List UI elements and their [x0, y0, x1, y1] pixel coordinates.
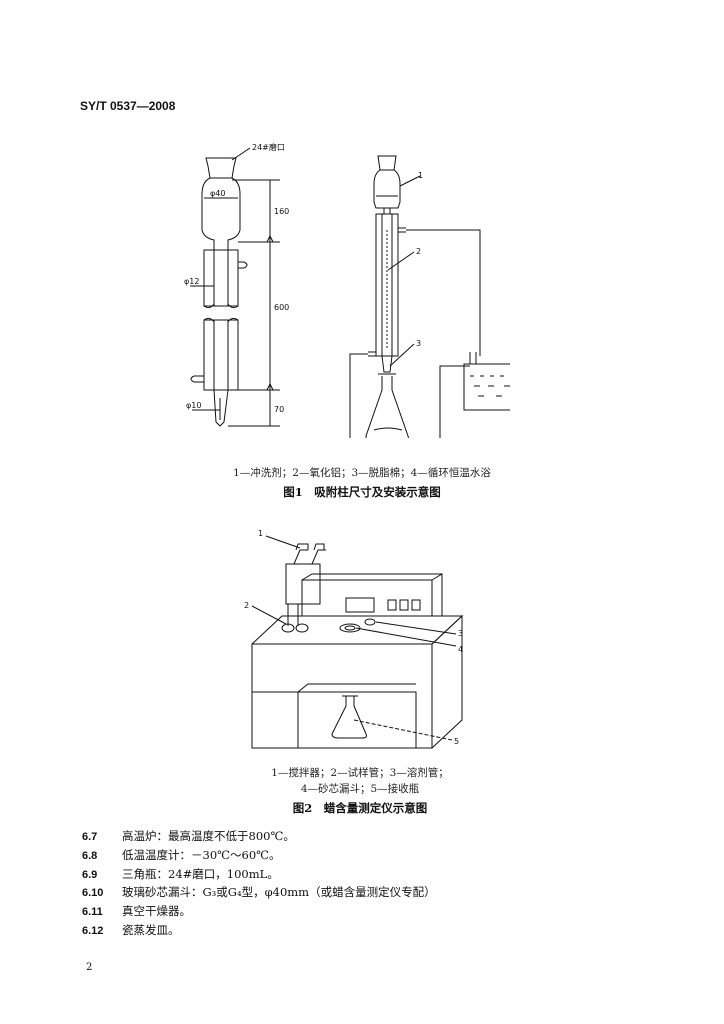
figure-1-caption: 1—冲洗剂；2—氧化铝；3—脱脂棉；4—循环恒温水浴	[233, 467, 491, 479]
label-n2: 2	[416, 247, 421, 256]
label-n3: 3	[416, 339, 421, 348]
label-d40: φ40	[210, 189, 225, 198]
wax-content-apparatus	[251, 535, 464, 749]
label-n1: 1	[418, 171, 423, 180]
label-len160: 160	[274, 207, 289, 216]
label-joint: 24#磨口	[252, 142, 285, 152]
fig2-label-n2: 2	[244, 601, 249, 610]
figure-2-caption-line-2: 4—砂芯漏斗；5—接收瓶	[300, 783, 420, 795]
standard-code: SY/T 0537—2008	[80, 99, 176, 113]
fig2-label-n1: 1	[258, 529, 263, 538]
fig2-label-n4: 4	[458, 645, 463, 654]
figure-2-labels: 1 2 3 4 5	[244, 529, 463, 746]
label-d12: φ12	[184, 277, 199, 286]
figure-1-title: 图1 吸附柱尺寸及安装示意图	[283, 485, 441, 499]
adsorption-column-dimension-drawing	[190, 147, 280, 427]
page-number: 2	[86, 962, 93, 973]
figure-2-title: 图2 蜡含量测定仪示意图	[292, 801, 428, 815]
figure-2-diagram: 1 2 3 4 5	[244, 529, 464, 749]
installation-labels: 1 2 3 4	[416, 171, 423, 348]
figure-1-labels: 24#磨口 φ40 φ12 φ10 160 600 70	[184, 142, 289, 414]
figure-2-caption-line-1: 1—搅拌器；2—试样管；3—溶剂管；	[271, 767, 449, 779]
installation-drawing	[349, 155, 510, 438]
label-len70: 70	[274, 405, 284, 414]
label-d10: φ10	[186, 401, 201, 410]
fig2-label-n3: 3	[458, 629, 463, 638]
fig2-label-n5: 5	[454, 737, 459, 746]
label-len600: 600	[274, 303, 289, 312]
figure-1-diagram: 24#磨口 φ40 φ12 φ10 160 600 70	[184, 142, 510, 438]
